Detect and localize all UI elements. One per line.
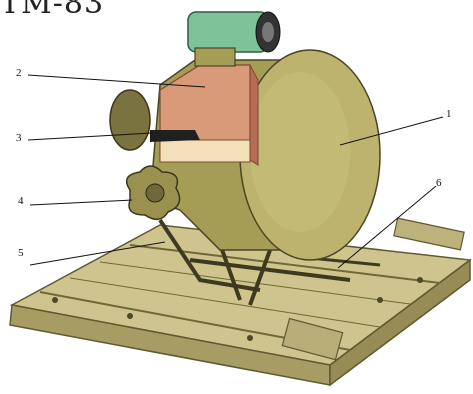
callout-5: 5 [18,247,24,259]
callout-1: 1 [446,108,452,120]
figure-title: ТМ-83 [0,0,104,21]
rear-hub [110,90,150,150]
top-cylinder [188,12,280,66]
handwheel [127,166,180,219]
callout-4: 4 [18,195,24,207]
callout-2: 2 [16,67,22,79]
callout-6: 6 [436,177,442,189]
blade-slot [150,130,200,142]
callout-3: 3 [16,132,22,144]
